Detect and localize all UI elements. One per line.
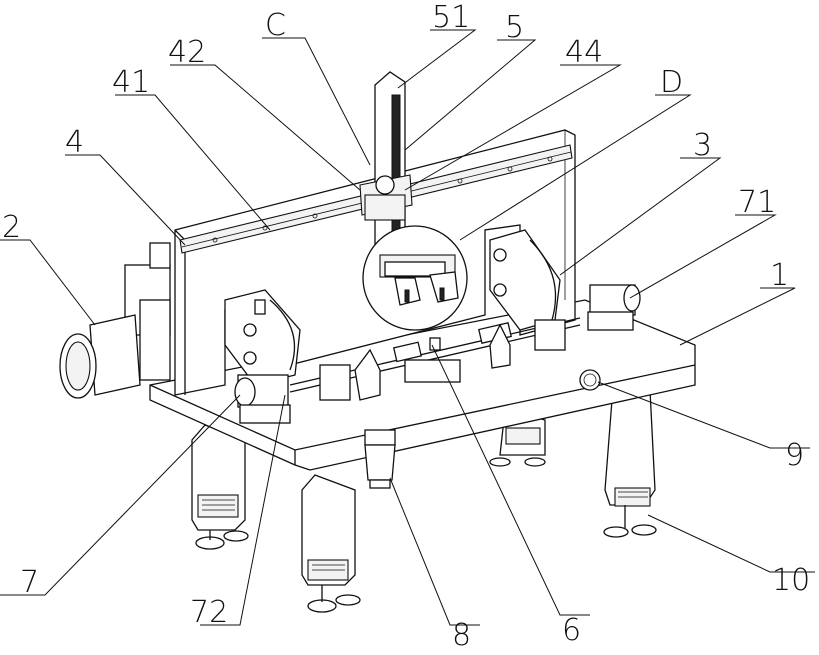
- motor-71: [588, 285, 640, 330]
- label-41: 41: [112, 65, 150, 100]
- motor-7: [235, 375, 290, 423]
- label-D: D: [660, 65, 683, 100]
- label-44: 44: [565, 35, 603, 70]
- label-C: C: [265, 8, 286, 43]
- label-71: 71: [738, 185, 776, 220]
- motor-2: [60, 243, 170, 398]
- label-3: 3: [693, 128, 712, 163]
- label-4: 4: [65, 125, 84, 160]
- label-72: 72: [190, 595, 228, 630]
- label-51: 51: [432, 0, 470, 35]
- label-9: 9: [785, 438, 804, 473]
- label-7: 7: [20, 565, 39, 600]
- pressure-gauge: [580, 370, 600, 390]
- label-10: 10: [772, 563, 810, 598]
- label-8: 8: [452, 618, 471, 653]
- label-1: 1: [770, 258, 789, 293]
- label-2: 2: [2, 210, 21, 245]
- detail-circle-d: [363, 226, 467, 330]
- label-42: 42: [168, 35, 206, 70]
- label-5: 5: [505, 10, 524, 45]
- label-6: 6: [562, 613, 581, 648]
